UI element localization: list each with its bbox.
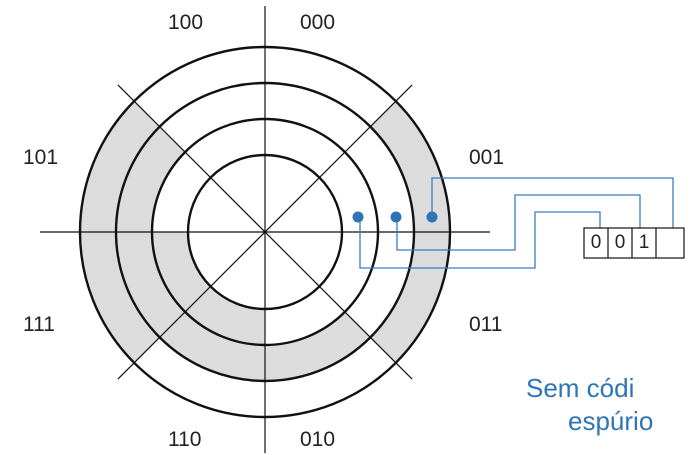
- sector-lines: [40, 6, 490, 453]
- sector-label-111: 111: [23, 313, 55, 336]
- sector-label-010: 010: [300, 428, 336, 451]
- shaded-segment: [116, 126, 186, 232]
- shaded-segment: [370, 101, 450, 363]
- caption-line-1: Sem códi: [526, 373, 635, 403]
- sensor-dot: [426, 211, 438, 223]
- register-bit-0: 0: [590, 232, 602, 253]
- shaded-segment: [115, 232, 371, 381]
- sector-label-001: 001: [469, 146, 505, 169]
- diagonal-sector-line: [117, 84, 413, 380]
- sector-label-000: 000: [300, 11, 336, 34]
- sensor-dots: [352, 211, 438, 223]
- sensor-wire: [359, 211, 601, 269]
- sector-label-011: 011: [469, 313, 503, 336]
- register-bit-1: 0: [614, 232, 626, 253]
- sensor-dot: [390, 211, 402, 223]
- sensor-wire: [396, 194, 641, 251]
- sector-label-101: 101: [23, 146, 59, 169]
- sensor-connectors: [359, 177, 674, 269]
- caption-line-2: espúrio: [568, 406, 654, 436]
- sensor-wire: [431, 177, 674, 228]
- register-bit-2: 1: [638, 232, 650, 253]
- sector-label-110: 110: [168, 428, 202, 451]
- shaded-segment: [79, 101, 160, 363]
- sensor-dot: [352, 211, 364, 223]
- sector-label-100: 100: [168, 11, 204, 34]
- register-box: [583, 227, 685, 259]
- register-outline: [583, 227, 685, 259]
